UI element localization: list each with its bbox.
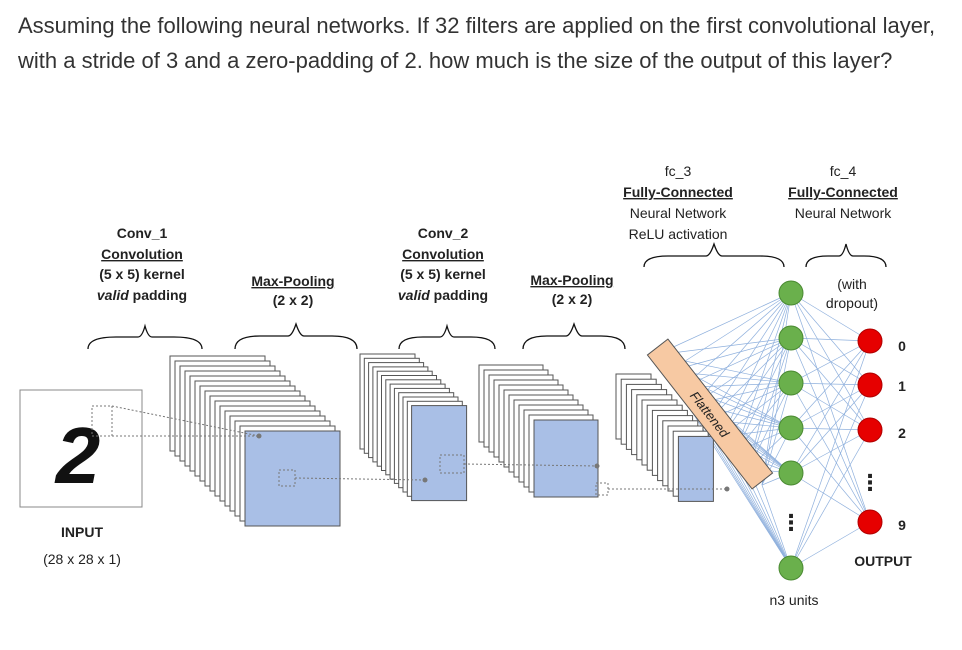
conv1-name: Conv_1 <box>117 225 168 241</box>
connection-line <box>790 472 871 523</box>
input-digit: 2 <box>54 411 101 500</box>
hidden-node <box>778 325 804 351</box>
conv2-padding-rest: padding <box>430 287 488 303</box>
feature-map-layer <box>533 419 599 498</box>
connection-line <box>682 292 792 388</box>
connection-line <box>790 337 871 342</box>
connection-line <box>790 429 871 474</box>
output-node <box>857 328 883 354</box>
feature-map-layer <box>677 435 714 502</box>
connection-line <box>790 340 871 569</box>
hidden-ellipsis: ⋮ <box>780 510 802 535</box>
conv1-kernel: (5 x 5) kernel <box>99 266 185 282</box>
conv2-name: Conv_2 <box>418 225 469 241</box>
dropout-line2: dropout) <box>826 295 878 311</box>
connection-line <box>761 484 792 569</box>
connection-line <box>721 292 792 437</box>
feature-map-stacks <box>169 353 714 527</box>
braces <box>87 241 887 350</box>
feature-map-layer <box>411 405 468 502</box>
fc4-line1: Neural Network <box>795 205 892 221</box>
fc3-type: Fully-Connected <box>623 184 733 200</box>
conv2-feature-maps <box>478 364 599 498</box>
feature-map-layer <box>244 430 341 527</box>
output-node <box>857 509 883 535</box>
connection-line <box>790 521 871 569</box>
hidden-node <box>778 555 804 581</box>
question-text: Assuming the following neural networks. … <box>18 13 936 73</box>
fc3-line2: ReLU activation <box>629 226 728 242</box>
connection-line <box>669 292 792 372</box>
output-label-2: 2 <box>898 425 906 441</box>
connection-line <box>790 384 871 474</box>
connection-line <box>790 340 871 429</box>
receptive-field-lines <box>111 405 730 496</box>
fc3-line1: Neural Network <box>630 205 727 221</box>
output-label-9: 9 <box>898 517 906 533</box>
connection-line <box>721 337 792 437</box>
conv1-padding: valid padding <box>97 287 187 303</box>
output-title: OUTPUT <box>854 553 912 569</box>
output-label-1: 1 <box>898 378 906 394</box>
fc-nodes <box>778 280 883 581</box>
connection-line <box>790 382 871 523</box>
conv1-padding-word: valid <box>97 287 129 303</box>
connection-line <box>790 340 871 474</box>
conv1-feature-maps <box>169 355 341 527</box>
pool1-feature-maps <box>359 353 468 502</box>
hidden-node <box>778 370 804 396</box>
connection-line <box>695 292 792 404</box>
hidden-units-label: n3 units <box>769 592 818 608</box>
pool2-name: Max-Pooling <box>530 272 613 288</box>
input-image: 2 <box>19 389 143 508</box>
connection-line <box>748 337 792 469</box>
pool2-feature-maps <box>615 373 714 502</box>
connection-line <box>682 337 792 388</box>
dropout-line1: (with <box>837 276 867 292</box>
connection-line <box>790 384 871 569</box>
connection-line <box>735 337 792 453</box>
output-label-0: 0 <box>898 338 906 354</box>
connection-line <box>695 337 792 405</box>
output-node <box>857 372 883 398</box>
conv2-type: Convolution <box>402 246 484 262</box>
conv1-padding-rest: padding <box>129 287 187 303</box>
flattened-bar: Flattened <box>646 338 774 490</box>
pool1-size: (2 x 2) <box>273 292 313 308</box>
connection-line <box>790 429 871 569</box>
connection-line <box>761 292 792 486</box>
hidden-node <box>778 460 804 486</box>
connection-line <box>790 427 871 523</box>
connection-line <box>790 292 871 386</box>
input-title: INPUT <box>61 524 103 540</box>
conv2-padding-word: valid <box>398 287 430 303</box>
hidden-node <box>778 415 804 441</box>
fc3-name: fc_3 <box>665 163 692 179</box>
output-node <box>857 417 883 443</box>
output-ellipsis: ⋮ <box>859 470 881 495</box>
connection-line <box>655 292 792 356</box>
connection-line <box>735 292 792 453</box>
connection-line <box>669 337 792 372</box>
pool2-size: (2 x 2) <box>552 291 592 307</box>
connection-line <box>761 337 792 486</box>
input-dims: (28 x 28 x 1) <box>43 551 121 567</box>
connection-line <box>790 340 871 384</box>
connection-line <box>708 292 792 421</box>
fc4-name: fc_4 <box>830 163 857 179</box>
fc4-type: Fully-Connected <box>788 184 898 200</box>
conv1-type: Convolution <box>101 246 183 262</box>
connection-line <box>790 292 871 342</box>
hidden-node <box>778 280 804 306</box>
connection-line <box>748 292 792 469</box>
conv2-padding: valid padding <box>398 287 488 303</box>
connection-line <box>790 337 871 386</box>
conv2-kernel: (5 x 5) kernel <box>400 266 486 282</box>
pool1-name: Max-Pooling <box>251 273 334 289</box>
connection-line <box>790 337 871 523</box>
